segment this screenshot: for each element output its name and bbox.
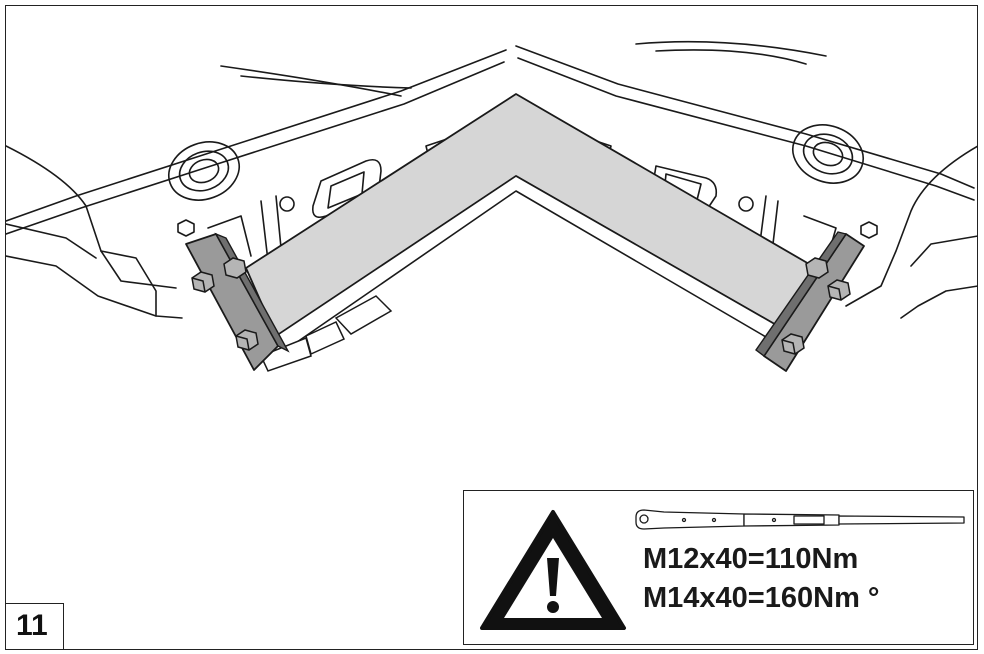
torque-spec-m14: M14x40=160Nm °	[643, 582, 880, 614]
corner-bracket-illustration	[6, 40, 978, 372]
figure-number: 11	[5, 603, 64, 650]
figure-frame	[5, 5, 978, 650]
torque-warning-box: M12x40=110Nm M14x40=160Nm °	[463, 490, 974, 645]
warning-triangle-icon	[480, 510, 626, 630]
torque-spec-m12: M12x40=110Nm	[643, 543, 859, 575]
bolt	[191, 271, 215, 293]
torque-wrench-icon	[635, 509, 965, 530]
